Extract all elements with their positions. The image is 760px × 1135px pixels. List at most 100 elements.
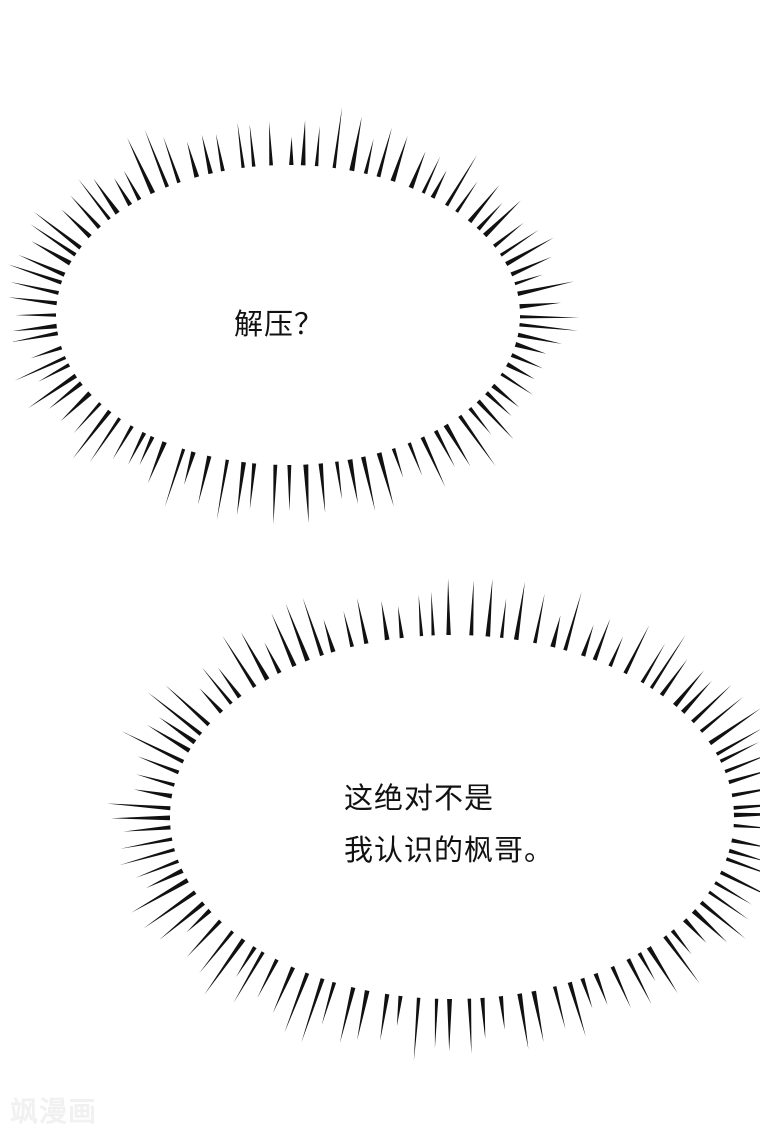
burst-spike <box>430 170 447 199</box>
burst-spike <box>159 901 205 940</box>
burst-spike <box>514 342 547 354</box>
burst-spike <box>493 222 524 248</box>
burst-spike <box>8 264 63 285</box>
burst-spike <box>112 425 134 460</box>
burst-spike <box>476 202 503 231</box>
burst-spike <box>269 121 273 166</box>
burst-spike <box>626 958 652 1005</box>
burst-spike <box>517 281 574 296</box>
burst-spike <box>699 696 744 733</box>
burst-spike <box>725 857 760 872</box>
burst-spike <box>123 170 142 201</box>
burst-spike <box>33 211 82 250</box>
burst-spike <box>323 619 336 653</box>
burst-spike <box>608 636 624 667</box>
burst-spike <box>431 591 435 636</box>
burst-spike <box>533 593 545 644</box>
burst-spike <box>335 461 342 500</box>
burst-spike <box>728 848 760 861</box>
burst-spike <box>187 141 200 178</box>
burst-spike <box>61 209 92 239</box>
burst-spike <box>418 594 424 637</box>
burst-spike <box>128 431 147 465</box>
burst-spike <box>499 229 539 257</box>
burst-spike <box>147 724 191 753</box>
burst-spike <box>289 136 294 165</box>
burst-spike <box>659 659 688 697</box>
burst-spike <box>567 981 586 1037</box>
burst-spike <box>623 625 650 675</box>
burst-spike <box>165 685 211 727</box>
burst-spike <box>158 717 197 745</box>
burst-spike <box>649 635 686 690</box>
burst-spike <box>204 938 246 995</box>
burst-spike <box>271 613 297 667</box>
burst-spike <box>287 465 292 512</box>
burst-spike <box>184 451 196 485</box>
burst-spike <box>391 448 404 478</box>
burst-spike <box>398 606 404 639</box>
burst-spike <box>273 464 278 525</box>
burst-spike <box>300 120 306 166</box>
burst-spike <box>531 990 544 1043</box>
burst-spike <box>14 356 67 381</box>
speech-line: 这绝对不是 <box>344 781 495 815</box>
burst-spike <box>10 282 59 295</box>
burst-spike <box>447 999 452 1052</box>
burst-spike <box>70 195 101 229</box>
burst-spike <box>201 134 213 175</box>
burst-spike <box>733 812 760 818</box>
burst-spike <box>186 919 222 958</box>
burst-spike <box>357 598 369 644</box>
burst-spike <box>646 946 678 994</box>
burst-spike <box>517 332 562 344</box>
burst-spike <box>714 881 752 905</box>
burst-spike <box>114 178 133 207</box>
burst-spike <box>593 972 608 1006</box>
burst-spike <box>719 742 760 763</box>
speech-line: 我认识的枫哥。 <box>344 833 555 867</box>
burst-spike <box>476 399 514 440</box>
burst-spike <box>381 601 390 641</box>
burst-spike <box>123 825 171 832</box>
burst-spike <box>361 456 376 512</box>
burst-spike <box>233 951 265 1004</box>
burst-spike <box>581 624 594 657</box>
burst-spike <box>186 908 212 933</box>
burst-spike <box>552 986 566 1030</box>
burst-spike <box>257 958 279 998</box>
burst-spike <box>683 918 707 943</box>
burst-spike <box>480 997 486 1039</box>
burst-spike <box>302 597 324 657</box>
burst-spike <box>408 151 426 189</box>
burst-spike <box>510 256 552 277</box>
burst-spike <box>78 179 111 221</box>
speech-text-1: 解压？ <box>234 298 324 350</box>
burst-spike <box>343 610 354 648</box>
burst-spike <box>135 859 179 878</box>
burst-spike <box>640 643 666 684</box>
burst-spike <box>136 774 175 787</box>
burst-spike <box>11 331 59 342</box>
burst-spike <box>434 998 439 1049</box>
burst-spike <box>580 977 593 1009</box>
burst-spike <box>60 391 92 421</box>
burst-spike <box>217 667 242 699</box>
burst-spike <box>144 129 169 188</box>
burst-spike <box>249 463 257 510</box>
burst-spike <box>505 237 554 266</box>
burst-spike <box>332 107 343 169</box>
burst-spike <box>731 789 760 798</box>
burst-spike <box>199 688 224 714</box>
burst-spike <box>120 837 173 849</box>
burst-spike <box>468 407 492 435</box>
burst-spike <box>446 578 451 635</box>
burst-spike <box>240 632 270 681</box>
burst-spike <box>264 642 282 674</box>
burst-spike <box>93 178 120 215</box>
burst-spike <box>691 684 732 724</box>
burst-spike <box>163 136 181 184</box>
burst-spike <box>407 442 423 476</box>
burst-spike <box>550 615 561 648</box>
